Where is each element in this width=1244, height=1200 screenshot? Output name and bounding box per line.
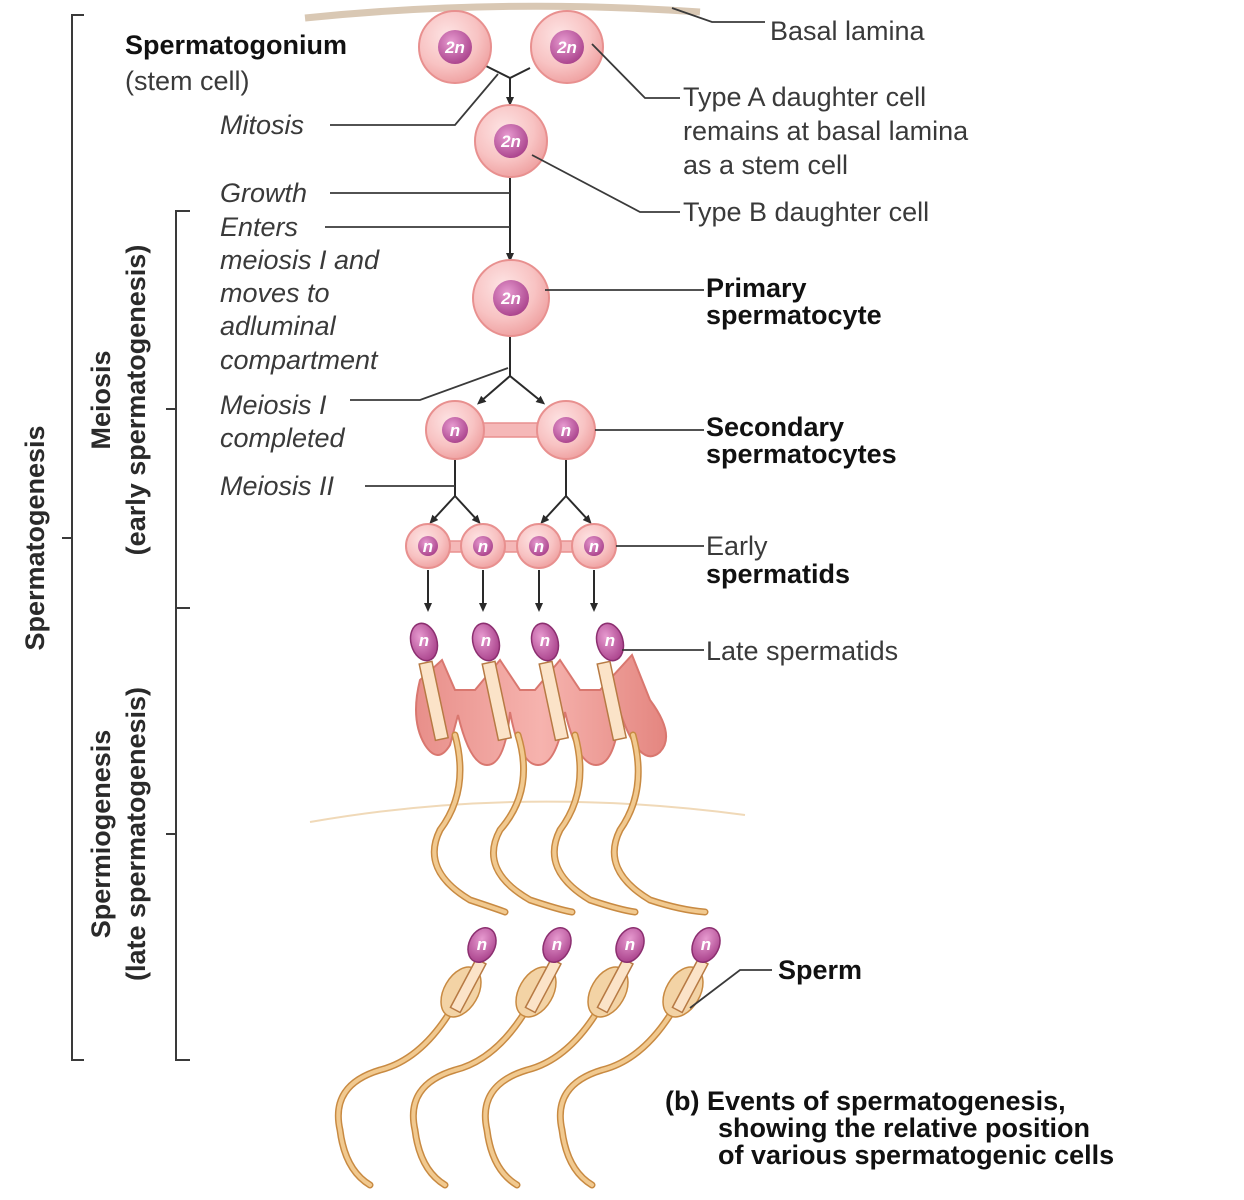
meiosis-subtitle: (early spermatogenesis) <box>121 245 151 556</box>
ploidy-label: n <box>625 935 635 954</box>
ploidy-label: n <box>481 631 491 650</box>
early-spermatid-cell: n <box>571 523 617 569</box>
meiosis-bracket <box>166 210 190 609</box>
spermatogenesis-label: Spermatogenesis <box>20 425 50 650</box>
early-spermatid-cell: n <box>405 523 451 569</box>
ploidy-label: n <box>477 935 487 954</box>
sperm-head: n <box>467 927 497 963</box>
leader-type-a <box>591 43 680 99</box>
ploidy-label: n <box>561 421 571 440</box>
enters-label-line1: Enters <box>220 212 298 242</box>
meiosis-title: Meiosis <box>86 350 116 449</box>
early-spermatids-label-line2: spermatids <box>706 559 850 589</box>
sperm-head: n <box>691 927 721 963</box>
meiosis2-label: Meiosis II <box>220 471 335 501</box>
early-spermatids: n n n n <box>405 523 617 569</box>
late-spermatid-head: n <box>595 622 625 662</box>
primary-spermatocyte-label-line1: Primary <box>706 273 807 303</box>
mature-sperm: n n n n <box>334 927 721 1189</box>
basal-lamina-band <box>304 2 701 22</box>
sperm-head: n <box>615 927 645 963</box>
enters-label-line2: meiosis I and <box>220 245 380 275</box>
late-spermatid-head: n <box>471 622 501 662</box>
spermatogonium-label: Spermatogonium <box>125 30 347 60</box>
leader-type-b <box>531 154 680 213</box>
secondary-spermatocytes-label-line2: spermatocytes <box>706 439 897 469</box>
ploidy-label: n <box>423 537 433 556</box>
spermiogenesis-title: Spermiogenesis <box>86 730 116 939</box>
residual-cytoplasm <box>415 653 668 767</box>
spermatid-tails-inner <box>432 733 707 914</box>
ploidy-label: 2n <box>444 38 465 57</box>
enters-label-line4: adluminal <box>220 311 337 341</box>
leader-basal-lamina <box>671 7 765 23</box>
late-spermatids: n n n n <box>409 622 709 916</box>
late-spermatid-head: n <box>530 622 560 662</box>
type-a-cell: 2n <box>530 10 604 84</box>
caption-line1: (b) Events of spermatogenesis, <box>665 1086 1066 1116</box>
late-spermatid-head: n <box>409 622 439 662</box>
early-spermatid-cell: n <box>460 523 506 569</box>
caption-line3: of various spermatogenic cells <box>718 1140 1114 1170</box>
stem-cell-label: (stem cell) <box>125 66 250 96</box>
ploidy-label: 2n <box>500 289 521 308</box>
enters-label-line5: compartment <box>220 345 379 375</box>
ploidy-label: n <box>701 935 711 954</box>
spermatid-midpieces <box>418 660 628 742</box>
ploidy-label: n <box>605 631 615 650</box>
secondary-spermatocytes: n n <box>425 400 596 460</box>
compartment-boundary <box>309 800 746 823</box>
leader-sperm <box>689 969 772 1009</box>
type-b-label: Type B daughter cell <box>683 197 929 227</box>
mitosis-label: Mitosis <box>220 110 304 140</box>
flow-arrows <box>424 65 598 612</box>
primary-spermatocyte-cell: 2n <box>472 259 550 337</box>
primary-spermatocyte-label-line2: spermatocyte <box>706 300 882 330</box>
ploidy-label: n <box>419 631 429 650</box>
ploidy-label: n <box>450 421 460 440</box>
sperm-label: Sperm <box>778 955 862 985</box>
leader-meiosis1 <box>350 367 509 401</box>
caption-line2: showing the relative position <box>718 1113 1090 1143</box>
secondary-spermatocyte-cell: n <box>536 400 596 460</box>
ploidy-label: n <box>540 631 550 650</box>
type-a-label-line2: remains at basal lamina <box>683 116 969 146</box>
early-spermatids-label-line1: Early <box>706 531 768 561</box>
meiosis1-label-line2: completed <box>220 423 346 453</box>
ploidy-label: 2n <box>500 132 521 151</box>
early-spermatid-cell: n <box>516 523 562 569</box>
sperm-tails-inner <box>336 1010 674 1187</box>
secondary-spermatocytes-label-line1: Secondary <box>706 412 844 442</box>
ploidy-label: n <box>534 537 544 556</box>
ploidy-label: 2n <box>556 38 577 57</box>
type-a-label-line3: as a stem cell <box>683 150 848 180</box>
enters-label-line3: moves to <box>220 278 330 308</box>
secondary-spermatocyte-cell: n <box>425 400 485 460</box>
spermiogenesis-bracket <box>166 608 190 1061</box>
spermatogenesis-bracket <box>62 14 84 1061</box>
leader-mitosis <box>330 73 499 126</box>
ploidy-label: n <box>478 537 488 556</box>
sperm-head: n <box>542 927 572 963</box>
basal-lamina-label: Basal lamina <box>770 16 926 46</box>
spermatogonium-cell: 2n <box>418 10 492 84</box>
type-a-label-line1: Type A daughter cell <box>683 82 926 112</box>
ploidy-label: n <box>552 935 562 954</box>
spermiogenesis-subtitle: (late spermatogenesis) <box>121 687 151 981</box>
meiosis1-label-line1: Meiosis I <box>220 390 327 420</box>
leader-lines <box>325 7 772 1009</box>
ploidy-label: n <box>589 537 599 556</box>
growth-label: Growth <box>220 178 307 208</box>
type-b-cell: 2n <box>474 104 548 178</box>
late-spermatids-label: Late spermatids <box>706 636 898 666</box>
